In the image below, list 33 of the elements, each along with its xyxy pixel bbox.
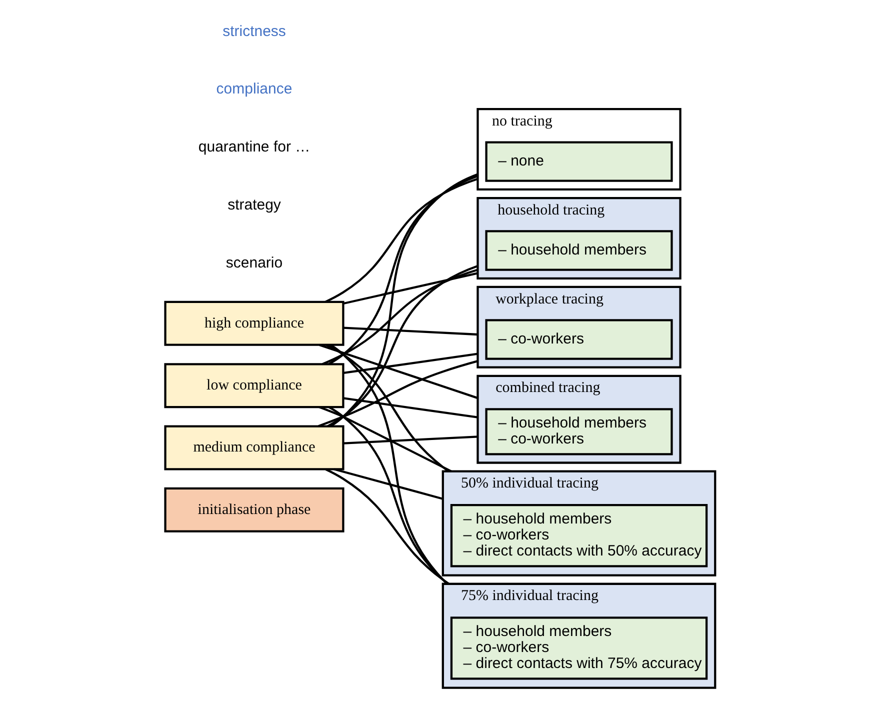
- connector: [334, 468, 444, 500]
- connector: [324, 178, 478, 303]
- connector: [343, 326, 478, 336]
- node-box: low compliance: [164, 363, 344, 408]
- node-box: – co-workers: [485, 319, 673, 360]
- node-box: – household members – co-workers: [485, 408, 673, 456]
- connector: [343, 397, 478, 418]
- connector: [343, 352, 478, 374]
- node-box: initialisation phase: [164, 487, 344, 532]
- connector: [330, 344, 448, 585]
- label: strictness: [222, 22, 286, 40]
- label: compliance: [216, 80, 292, 98]
- connector: [327, 264, 478, 428]
- node-box: medium compliance: [164, 425, 344, 470]
- connector: [326, 344, 450, 472]
- connector: [318, 360, 478, 428]
- node-box: – household members – co-workers – direct contacts with 75% accuracy: [450, 616, 708, 680]
- node-box: – household members – co-workers – direct contacts with 50% accuracy: [450, 504, 708, 568]
- connector: [328, 406, 448, 585]
- connector: [322, 268, 478, 366]
- connector: [328, 174, 478, 365]
- connector: [319, 344, 478, 400]
- connector: [325, 468, 450, 585]
- connector: [318, 406, 452, 472]
- label: strategy: [228, 196, 281, 214]
- connector: [330, 173, 478, 427]
- node-box: high compliance: [164, 300, 344, 346]
- connector: [343, 272, 478, 305]
- node-box: – household members: [485, 230, 673, 271]
- connector: [343, 436, 478, 444]
- label: quarantine for …: [198, 138, 310, 156]
- label: scenario: [226, 254, 283, 272]
- node-box: – none: [485, 141, 673, 182]
